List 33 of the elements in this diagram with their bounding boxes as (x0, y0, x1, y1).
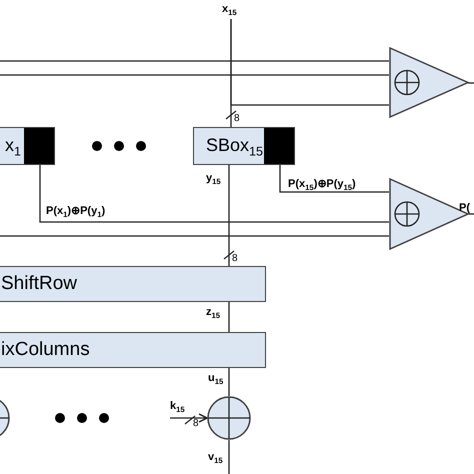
connector-line (228, 440, 230, 474)
edge-label: P(x$_{15}$)⊕P(y$_{15}$) (288, 178, 356, 194)
xor-triangle (389, 47, 469, 118)
connector-line (0, 60, 389, 62)
sbox-block (193, 127, 295, 165)
edge-label: v$_{15}$ (208, 451, 223, 468)
connector-line (228, 165, 230, 266)
bus-width-label: 8 (193, 418, 199, 429)
sbox-label: SBox$_{15}$ (206, 135, 264, 159)
xor-circle (207, 396, 251, 440)
edge-label: k$_{15}$ (170, 400, 185, 416)
layer-block (0, 266, 266, 302)
connector-line (39, 165, 389, 223)
output-label: P( (459, 202, 470, 214)
edge-label: y$_{15}$ (206, 172, 221, 188)
layer-block (0, 332, 266, 368)
connector-line (228, 368, 230, 396)
connector-line (279, 165, 389, 193)
edge-label: u$_{15}$ (208, 372, 224, 388)
xor-triangle (389, 178, 469, 250)
connector-line (228, 302, 230, 332)
signal-label: x$_{15}$ (222, 3, 237, 20)
connector-line (0, 235, 389, 237)
sbox-label: x$_{1}$ (5, 135, 22, 159)
layer-label: ixColumns (1, 339, 90, 361)
layer-label: ShiftRow (1, 273, 78, 295)
bus-width-label: 8 (232, 253, 238, 264)
edge-label: P(x$_{1}$)⊕P(y$_{1}$) (46, 205, 106, 222)
connector-line (0, 74, 389, 76)
connector-line (230, 19, 389, 106)
arrow (170, 413, 208, 423)
edge-label: z$_{15}$ (206, 306, 220, 322)
bus-width-label: 8 (234, 113, 240, 124)
